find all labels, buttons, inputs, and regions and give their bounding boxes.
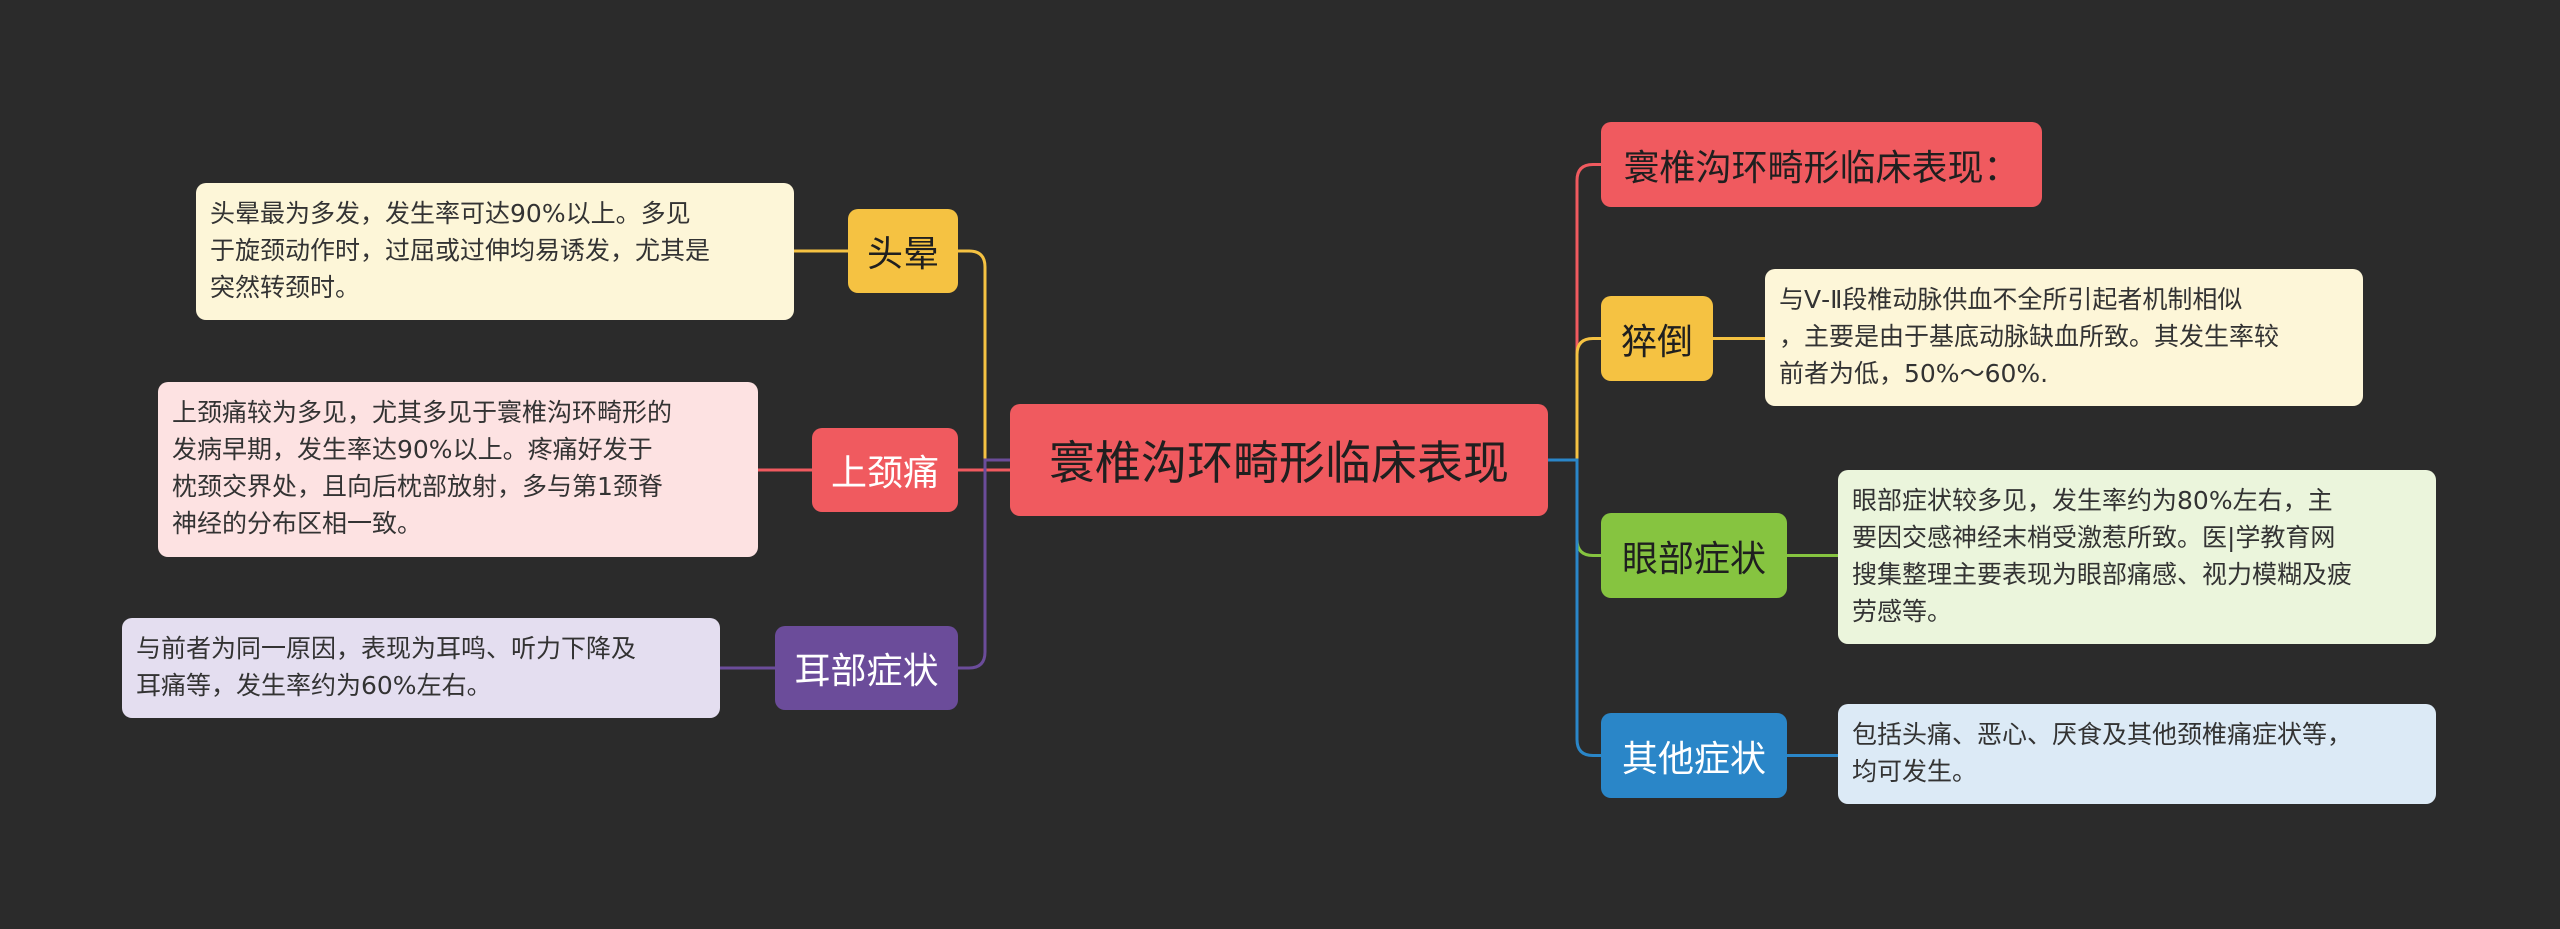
edge-ear-symptoms — [958, 458, 1010, 670]
leaf-dizziness-description[interactable]: 头晕最为多发，发生率可达90%以上。多见 于旋颈动作时，过屈或过伸均易诱发，尤其… — [196, 183, 794, 320]
edge-other-symptoms — [1548, 458, 1601, 757]
branch-eye-symptoms[interactable]: 眼部症状 — [1601, 513, 1787, 598]
branch-other-symptoms[interactable]: 其他症状 — [1601, 713, 1787, 798]
branch-ear-symptoms[interactable]: 耳部症状 — [775, 626, 958, 710]
leaf-sudden-fall-description[interactable]: 与Ⅴ-Ⅱ段椎动脉供血不全所引起者机制相似 ，主要是由于基底动脉缺血所致。其发生率… — [1765, 269, 2363, 406]
branch-dizziness[interactable]: 头晕 — [848, 209, 958, 293]
branch-clinical-manifestations-heading[interactable]: 寰椎沟环畸形临床表现： — [1601, 122, 2042, 207]
leaf-ear-symptoms-description[interactable]: 与前者为同一原因，表现为耳鸣、听力下降及 耳痛等，发生率约为60%左右。 — [122, 618, 720, 718]
edge-eye-symptoms — [1548, 458, 1601, 557]
edge-dizziness — [958, 249, 1010, 462]
central-topic[interactable]: 寰椎沟环畸形临床表现 — [1010, 404, 1548, 516]
edge-heading — [1548, 163, 1601, 462]
branch-sudden-fall[interactable]: 猝倒 — [1601, 296, 1713, 381]
branch-upper-neck-pain[interactable]: 上颈痛 — [812, 428, 958, 512]
leaf-eye-symptoms-description[interactable]: 眼部症状较多见，发生率约为80%左右，主 要因交感神经末梢受激惹所致。医|学教育… — [1838, 470, 2436, 644]
leaf-upper-neck-pain-description[interactable]: 上颈痛较为多见，尤其多见于寰椎沟环畸形的 发病早期，发生率达90%以上。疼痛好发… — [158, 382, 758, 557]
edge-sudden-fall — [1548, 337, 1601, 462]
leaf-other-symptoms-description[interactable]: 包括头痛、恶心、厌食及其他颈椎痛症状等， 均可发生。 — [1838, 704, 2436, 804]
